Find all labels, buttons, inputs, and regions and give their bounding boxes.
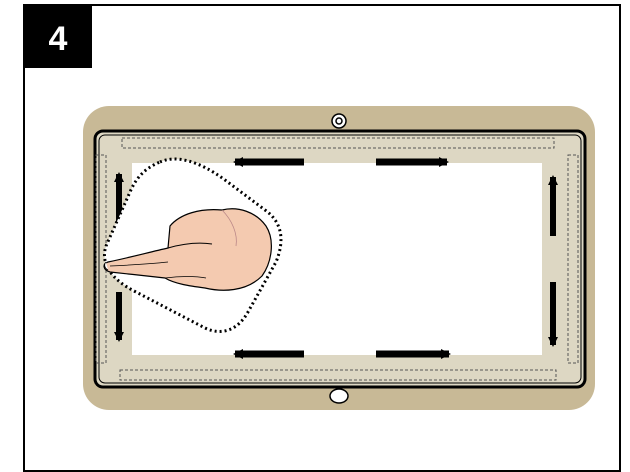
- tablet-illustration: [83, 106, 595, 410]
- right-edge-zone: [567, 154, 579, 364]
- left-edge-zone: [95, 154, 107, 364]
- top-edge-zone: [121, 137, 555, 149]
- tablet-inner-frame: [98, 134, 582, 384]
- hand-callout: [103, 157, 283, 333]
- camera-icon: [331, 113, 347, 129]
- bottom-edge-zone: [119, 369, 557, 381]
- hand-icon: [103, 208, 272, 291]
- home-button-icon: [329, 388, 349, 404]
- step-number-badge: 4: [24, 5, 92, 68]
